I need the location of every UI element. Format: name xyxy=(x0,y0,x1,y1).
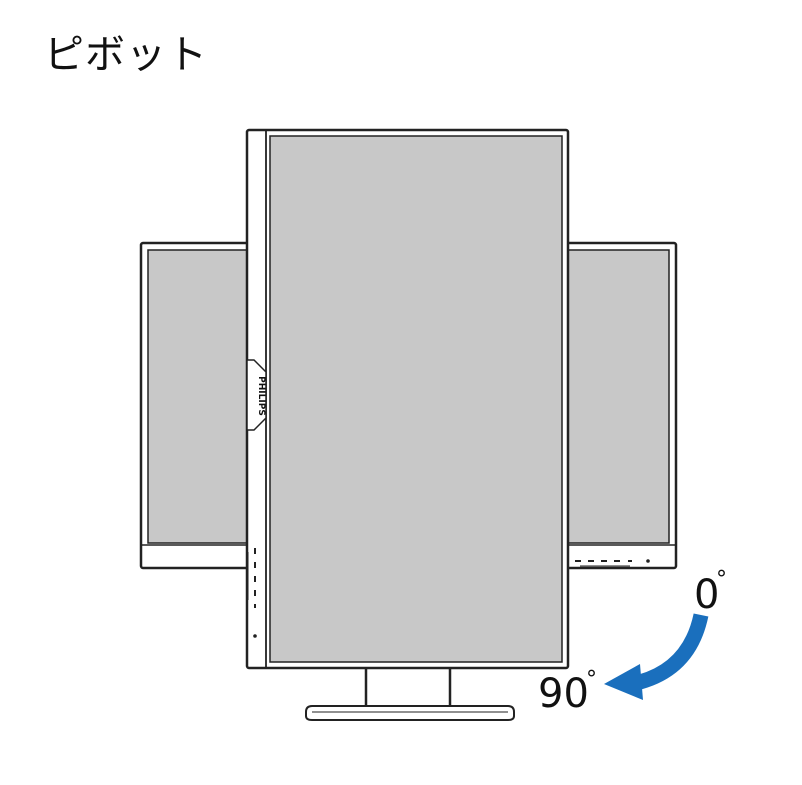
monitor-portrait: PHILIPS xyxy=(245,128,570,670)
landscape-control-buttons xyxy=(575,559,650,563)
monitor-stand xyxy=(305,662,515,721)
page-title: ピボット xyxy=(44,32,208,78)
angle-end-degree: ° xyxy=(586,667,597,692)
angle-start-label: 0 xyxy=(694,572,719,618)
rotation-arrow xyxy=(604,613,709,700)
angle-end-label: 90 xyxy=(538,671,589,717)
brand-tab xyxy=(246,359,267,431)
stand-base xyxy=(305,705,515,721)
brand-logo: PHILIPS xyxy=(256,376,266,416)
angle-start-degree: ° xyxy=(716,567,727,592)
stand-neck xyxy=(364,662,452,710)
portrait-control-buttons xyxy=(253,548,257,638)
portrait-screen xyxy=(269,135,563,663)
